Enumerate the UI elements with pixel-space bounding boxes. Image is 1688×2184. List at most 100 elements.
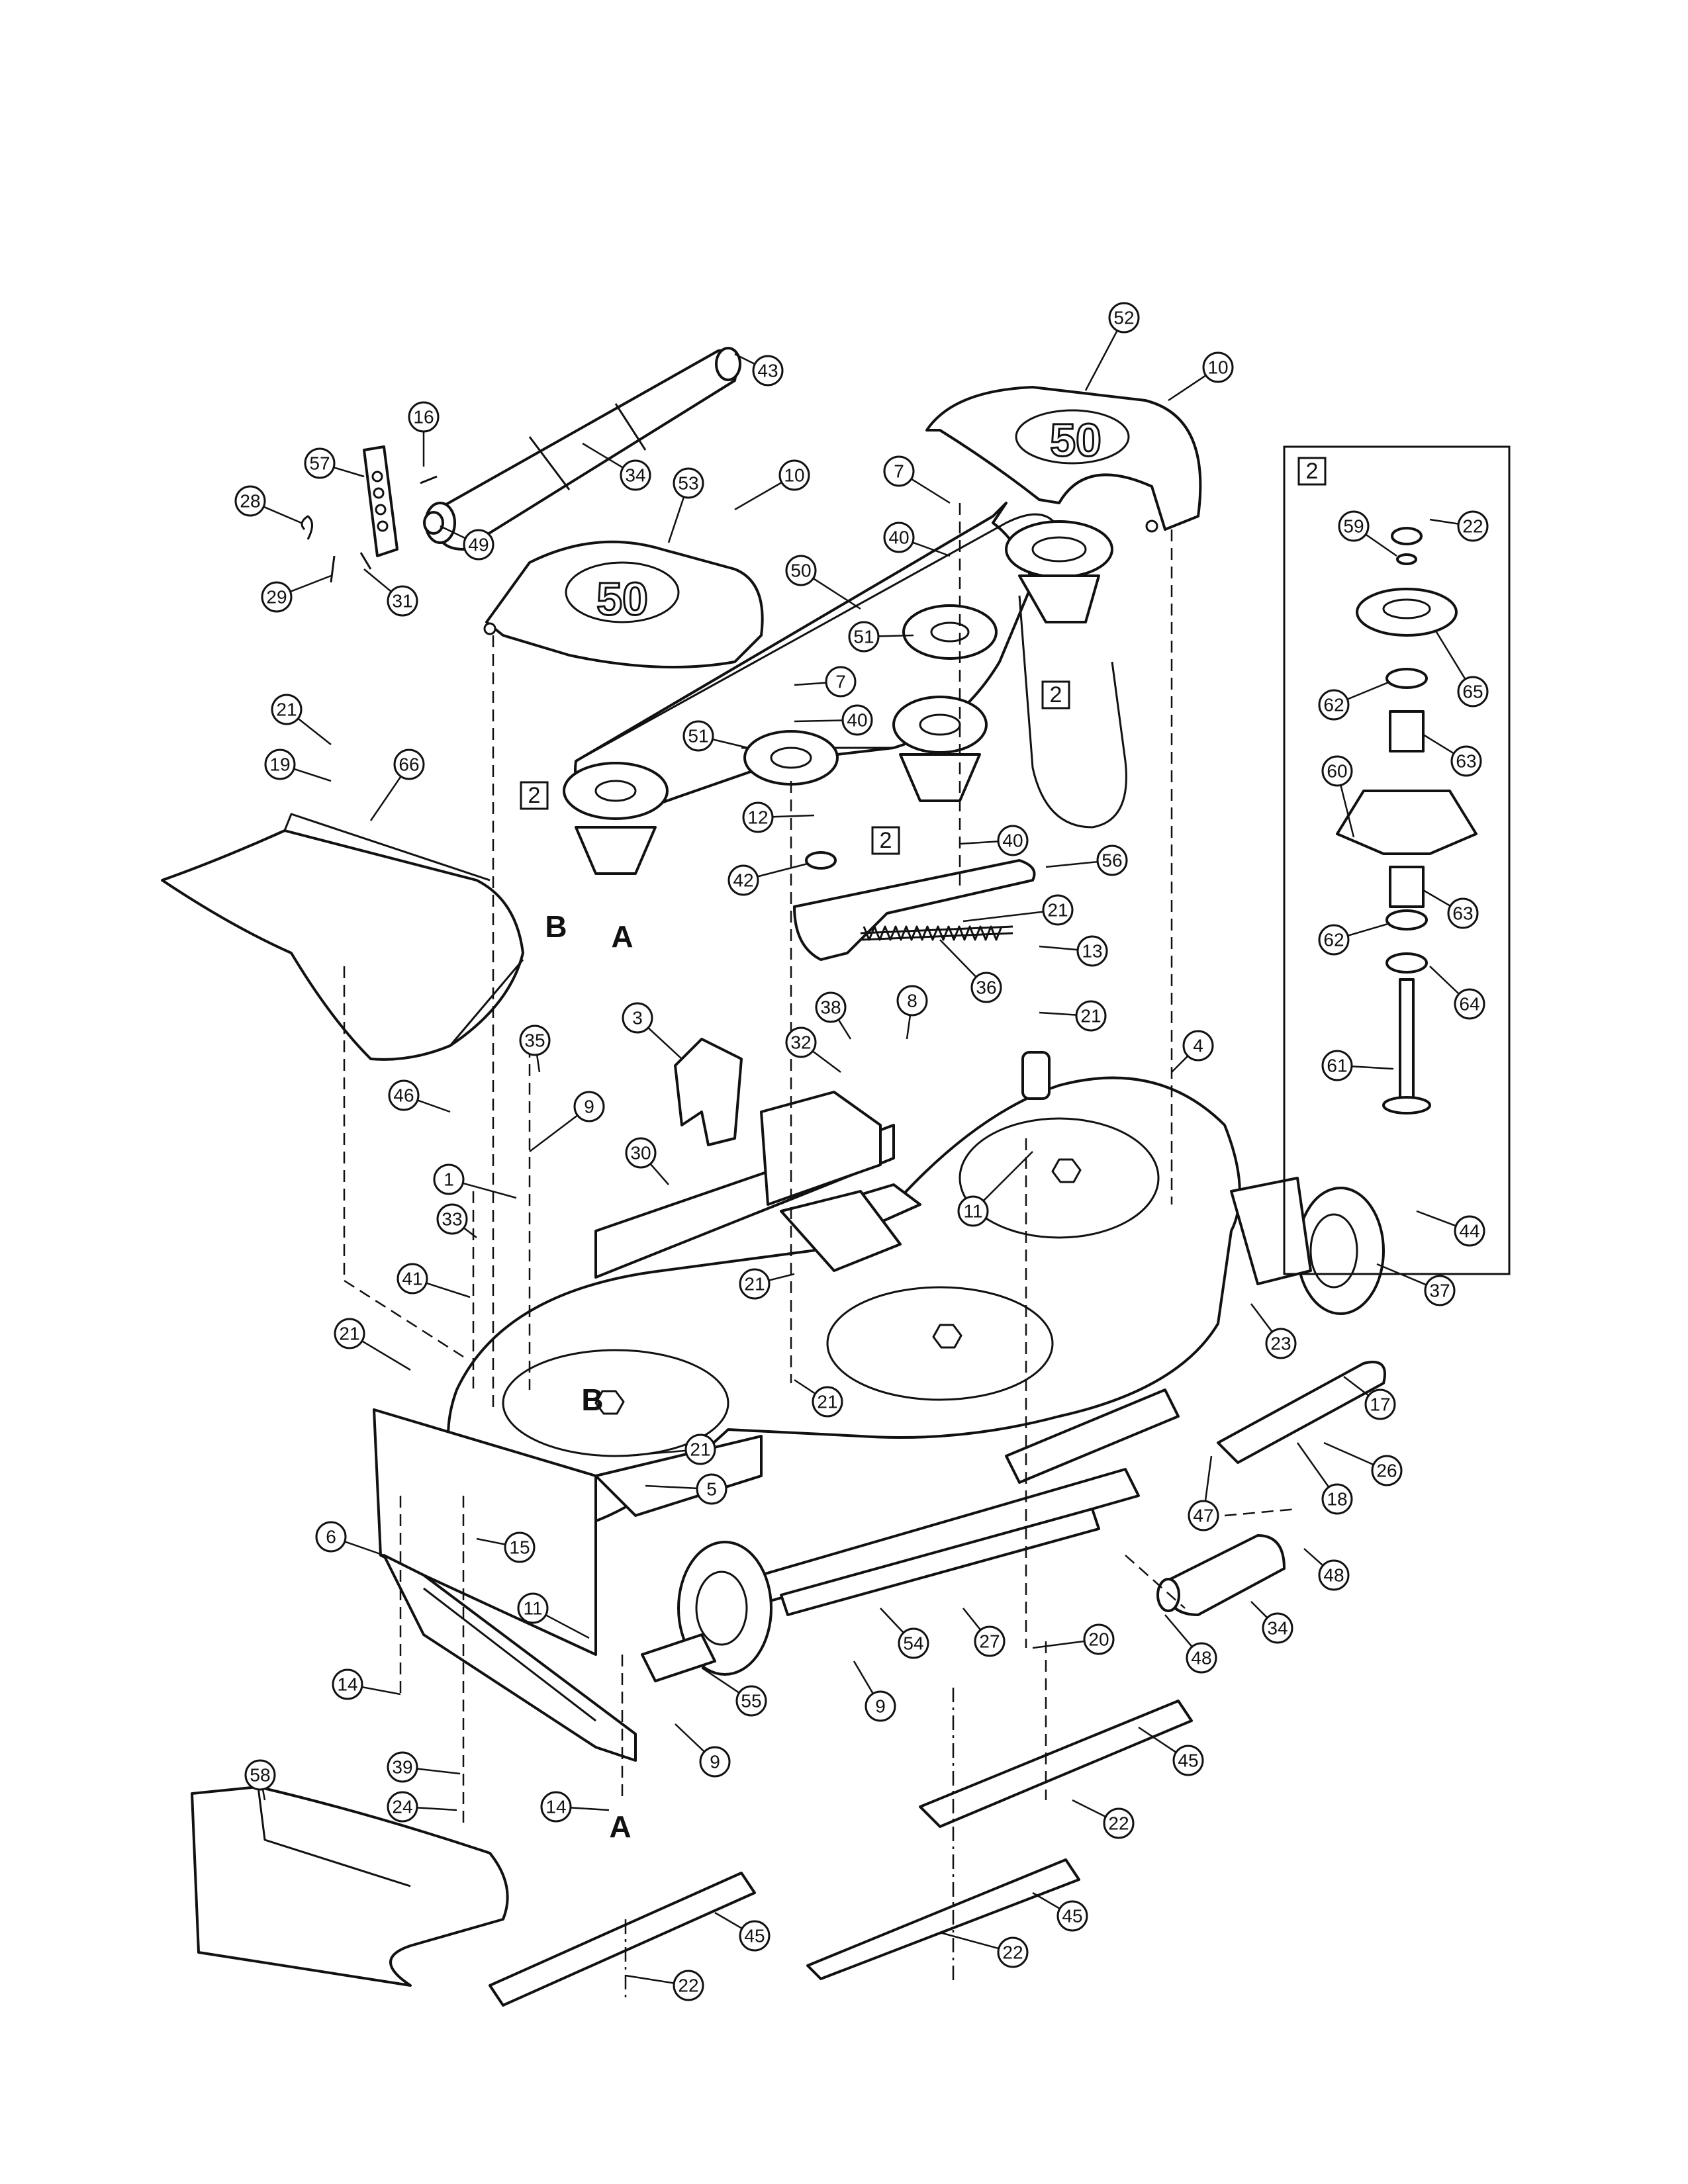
callout-number: 8	[907, 991, 917, 1011]
callout-circle	[997, 825, 1029, 856]
callout-circle	[785, 1026, 817, 1058]
part-callout-45: 45	[1056, 1900, 1088, 1932]
part-callout-47: 47	[1188, 1500, 1219, 1531]
callout-leader-line	[462, 1182, 517, 1199]
part-callout-1: 1	[433, 1163, 465, 1195]
callout-leader-line	[1032, 1891, 1060, 1909]
part-callout-51: 51	[848, 621, 880, 653]
callout-leader-line	[734, 353, 755, 365]
part-callout-10: 10	[778, 459, 810, 491]
callout-number: 45	[1062, 1906, 1082, 1927]
callout-circle	[397, 1263, 428, 1295]
callout-leader-line	[734, 481, 782, 511]
callout-leader-line	[712, 738, 749, 749]
callout-number: 50	[790, 561, 811, 581]
callout-leader-line	[1171, 1055, 1189, 1073]
belt-cover-53: 50	[483, 540, 764, 668]
callout-leader-line	[794, 1379, 816, 1394]
callout-number: 56	[1102, 850, 1122, 871]
callout-circle	[332, 1668, 363, 1700]
part-callout-59: 59	[1338, 510, 1370, 542]
part-callout-8: 8	[896, 985, 928, 1017]
callout-circle	[739, 1920, 771, 1952]
part-callout-35: 35	[519, 1024, 551, 1056]
part-callout-17: 17	[1364, 1388, 1396, 1420]
callout-circle	[727, 864, 759, 896]
part-callout-36: 36	[970, 972, 1002, 1003]
part-callout-41: 41	[397, 1263, 428, 1295]
callout-number: 1	[444, 1169, 454, 1190]
callout-leader-line	[1343, 1376, 1370, 1396]
callout-number: 27	[979, 1631, 1000, 1652]
callout-leader-line	[878, 634, 914, 637]
callout-circle	[883, 455, 915, 487]
bracket-57	[301, 445, 444, 583]
callout-number: 43	[757, 361, 778, 381]
callout-leader-line	[939, 939, 977, 978]
part-callout-32: 32	[785, 1026, 817, 1058]
callout-number: 29	[266, 587, 287, 608]
part-callout-45: 45	[739, 1920, 771, 1952]
part-callout-11: 11	[957, 1195, 989, 1227]
callout-circle	[742, 801, 774, 833]
callout-circle	[436, 1203, 468, 1235]
callout-leader-line	[1303, 1548, 1324, 1567]
callout-number: 6	[326, 1527, 336, 1547]
callout-number: 9	[584, 1097, 594, 1117]
callout-circle	[682, 720, 714, 752]
callout-leader-line	[1084, 330, 1118, 391]
part-callout-21: 21	[334, 1318, 365, 1349]
callout-leader-line	[333, 467, 365, 478]
callout-circle	[620, 459, 651, 491]
part-callout-57: 57	[304, 447, 336, 479]
callout-circle	[1364, 1388, 1396, 1420]
callout-leader-line	[1365, 533, 1397, 557]
callout-number: 20	[1088, 1629, 1109, 1650]
cover-marking-right: 50	[1050, 414, 1102, 466]
part-callout-18: 18	[1321, 1483, 1353, 1515]
callout-number: 34	[625, 465, 645, 486]
callout-number: 9	[710, 1752, 720, 1772]
callout-number: 45	[1178, 1751, 1198, 1771]
callout-leader-line	[647, 1027, 682, 1060]
callout-leader-line	[545, 1614, 590, 1639]
part-callout-63: 63	[1450, 745, 1482, 777]
assembly-ref-box: 2	[1041, 680, 1070, 709]
part-callout-49: 49	[463, 529, 494, 561]
callout-circle	[1262, 1612, 1293, 1644]
callout-leader-line	[1032, 1640, 1085, 1649]
callout-leader-line	[912, 541, 951, 557]
callout-number: 18	[1327, 1489, 1347, 1510]
part-callout-63: 63	[1447, 897, 1479, 929]
callout-leader-line	[1296, 1442, 1330, 1488]
callout-circle	[883, 522, 915, 553]
callout-circle	[540, 1791, 572, 1823]
callout-number: 10	[1207, 357, 1228, 378]
assembly-lines	[343, 503, 1298, 1999]
part-callout-12: 12	[742, 801, 774, 833]
hitch-bracket	[594, 1038, 921, 1279]
part-callout-20: 20	[1083, 1623, 1115, 1655]
callout-circle	[896, 985, 928, 1017]
mower-deck-4	[373, 1051, 1241, 1656]
callout-circle	[684, 1433, 716, 1465]
callout-leader-line	[476, 1537, 506, 1545]
cover-marking-left: 50	[596, 573, 648, 625]
callout-leader-line	[1423, 733, 1454, 754]
part-callout-30: 30	[625, 1137, 657, 1169]
part-callout-22: 22	[673, 1970, 704, 2001]
callout-number: 21	[276, 700, 297, 720]
part-callout-7: 7	[883, 455, 915, 487]
callout-circle	[815, 991, 847, 1023]
callout-leader-line	[1347, 922, 1391, 936]
callout-number: 40	[888, 527, 909, 548]
callout-circle	[1338, 510, 1370, 542]
callout-number: 61	[1327, 1056, 1347, 1076]
callout-number: 51	[688, 726, 708, 747]
part-callout-19: 19	[264, 749, 296, 780]
part-callout-55: 55	[735, 1685, 767, 1717]
callout-number: 15	[509, 1537, 530, 1558]
callout-number: 58	[250, 1765, 270, 1786]
